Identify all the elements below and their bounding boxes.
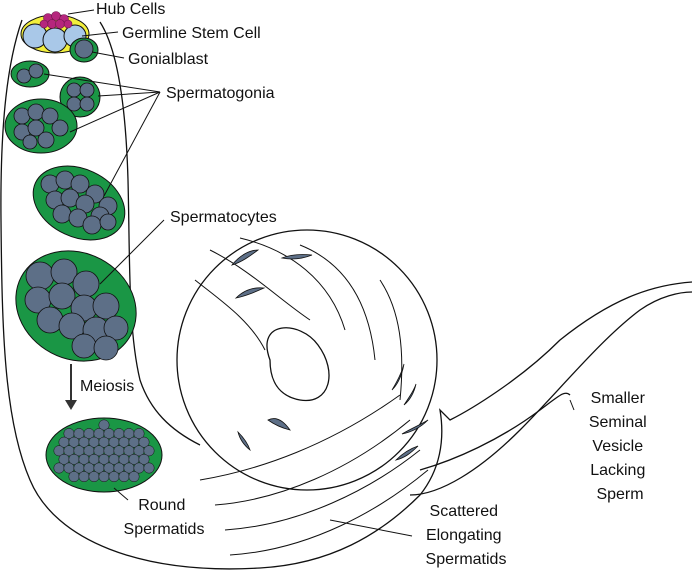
round-spermatid xyxy=(53,462,65,474)
flow-line xyxy=(229,469,429,556)
down-arrow-icon xyxy=(65,364,77,410)
round-spermatid xyxy=(98,419,110,431)
seminal-vesicle-duct-lower xyxy=(419,392,571,471)
spermatocyte-cyst xyxy=(15,250,137,362)
round-spermatid xyxy=(138,436,150,448)
label-round-spermatids: Round Spermatids xyxy=(124,497,205,538)
round-spermatid xyxy=(143,462,155,474)
round-spermatid xyxy=(138,453,150,465)
flow-line xyxy=(239,237,346,331)
spermatogonia-cyst-8 xyxy=(4,98,78,154)
flow-line xyxy=(209,249,311,321)
label-germline-stem-cell: Germline Stem Cell xyxy=(122,25,261,42)
label-hub-cells: Hub Cells xyxy=(96,1,165,18)
testis-outline xyxy=(0,19,692,570)
round-spermatid xyxy=(108,471,120,483)
coil-outer xyxy=(176,229,438,491)
round-spermatid xyxy=(133,428,145,440)
seminal-vesicle-duct xyxy=(409,291,692,496)
round-spermatid xyxy=(143,445,155,457)
flow-line xyxy=(379,279,403,401)
spermatogonia-cyst-4 xyxy=(59,76,101,118)
testis-inner-outline xyxy=(99,21,201,446)
flow-line xyxy=(224,449,421,531)
flow-line xyxy=(194,279,266,351)
spermatogonia-cyst-16 xyxy=(32,165,126,241)
label-meiosis: Meiosis xyxy=(80,378,134,395)
elongating-spermatids xyxy=(230,249,429,461)
round-spermatid xyxy=(118,471,130,483)
coil-inner xyxy=(266,327,330,402)
leader-lines xyxy=(43,9,575,537)
gonialblast-cell xyxy=(69,37,99,63)
label-scattered-elongating-spermatids: Scattered Elongating Spermatids xyxy=(426,503,507,568)
spermatogonia-cyst-2 xyxy=(10,60,50,88)
flow-line xyxy=(199,394,401,481)
flow-line xyxy=(214,419,411,506)
round-spermatid xyxy=(88,471,100,483)
round-spermatid xyxy=(128,471,140,483)
round-spermatid xyxy=(78,471,90,483)
round-spermatid xyxy=(68,471,80,483)
hub-cells xyxy=(39,11,73,29)
label-spermatogonia: Spermatogonia xyxy=(166,85,275,102)
label-smaller-seminal-vesicle: Smaller Seminal Vesicle Lacking Sperm xyxy=(589,390,651,503)
label-spermatocytes: Spermatocytes xyxy=(170,209,277,226)
round-spermatid-cyst xyxy=(45,417,163,493)
flow-line xyxy=(299,244,376,361)
label-gonialblast: Gonialblast xyxy=(128,51,209,68)
round-spermatid xyxy=(98,471,110,483)
